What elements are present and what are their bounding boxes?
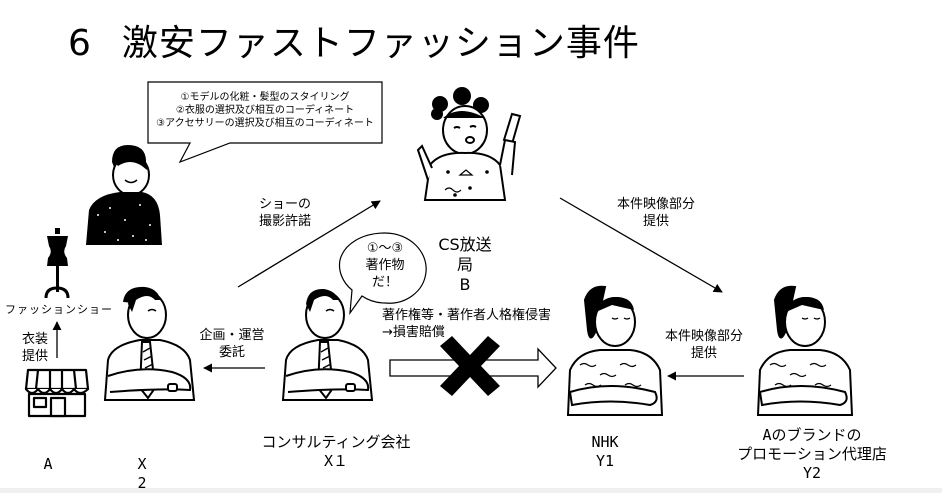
label-line: 提供 — [690, 346, 717, 361]
label-line: 提供 — [642, 214, 669, 229]
label-line: 本件映像部分 — [664, 329, 743, 344]
x2-figure — [103, 286, 196, 401]
label-line: NHK — [591, 433, 619, 451]
label-line: プロモーション代理店 — [737, 445, 887, 463]
label-line: A — [43, 455, 53, 473]
footage-provided-top-label: 本件映像部分 提供 — [606, 196, 706, 230]
label-line: X１ — [323, 452, 349, 470]
label-line: 2 — [137, 474, 147, 492]
party-y1-label: NHK Y1 — [575, 433, 635, 471]
broadcaster-figure — [416, 87, 522, 201]
party-a-label: A — [36, 455, 60, 474]
claim-line-1: ①〜③ — [366, 241, 404, 256]
label-line: Y1 — [595, 452, 615, 470]
label-line: 撮影許諾 — [258, 214, 311, 229]
mannequin-icon — [44, 228, 70, 299]
planning-commission-label: 企画・運営 委託 — [192, 327, 272, 361]
fashion-show-label: ファッションショー — [5, 303, 113, 316]
label-line: ショーの — [258, 197, 311, 212]
label-line: 局 — [456, 255, 473, 274]
arrow-shooting-permission — [237, 200, 381, 288]
claim-bubble-text: ①〜③ 著作物 だ！ — [350, 240, 420, 291]
slide-bottom-edge — [0, 488, 942, 493]
slide-title: 6 激安ファストファッション事件 — [68, 14, 640, 66]
claim-line-3: だ！ — [371, 275, 398, 290]
y2-figure — [756, 285, 854, 416]
arrow-footage-to-nhk — [559, 197, 723, 293]
label-line: CS放送 — [438, 235, 492, 254]
label-line: 本件映像部分 — [616, 197, 695, 212]
costume-supply-label: 衣装 提供 — [18, 331, 52, 365]
rejected-cross-icon — [440, 336, 500, 396]
claim-speech-bubble — [338, 232, 427, 316]
party-x2-label: X 2 — [130, 455, 154, 493]
label-line: 委託 — [218, 345, 245, 360]
label-line: X — [137, 455, 147, 473]
label-line: コンサルティング会社 — [261, 433, 411, 451]
claim-line-2: 著作物 — [365, 258, 405, 273]
styling-item-2: ②衣服の選択及び相互のコーディネート — [175, 105, 355, 116]
party-x1-label: コンサルティング会社 X１ — [236, 433, 436, 471]
broadcaster-label: CS放送 局 B — [425, 235, 505, 295]
shooting-permission-label: ショーの 撮影許諾 — [250, 196, 320, 230]
label-line: →損害賠償 — [382, 325, 445, 340]
store-icon — [24, 368, 90, 418]
label-line: 衣装 — [21, 332, 48, 347]
label-line: Aのブランドの — [762, 426, 862, 444]
stylist-figure — [86, 145, 162, 245]
slide-number: 6 — [68, 23, 92, 64]
party-y2-label: Aのブランドの プロモーション代理店 Y2 — [712, 426, 912, 483]
label-line: 提供 — [21, 349, 48, 364]
styling-speech-bubble — [147, 81, 383, 164]
footage-provided-bottom-label: 本件映像部分 提供 — [654, 328, 754, 362]
y1-figure — [566, 285, 664, 416]
x1-figure — [281, 288, 374, 401]
label-line: B — [459, 275, 471, 294]
styling-item-1: ①モデルの化粧・髪型のスタイリング — [180, 92, 350, 103]
slide-title-text: 激安ファストファッション事件 — [121, 23, 640, 64]
label-line: Y2 — [802, 464, 822, 482]
label-line: 著作権等・著作者人格権侵害 — [382, 308, 552, 323]
infringement-claim-label: 著作権等・著作者人格権侵害 →損害賠償 — [382, 307, 551, 341]
styling-item-3: ③アクセサリーの選択及び相互のコーディネート — [156, 118, 374, 129]
label-line: 企画・運営 — [199, 328, 265, 343]
styling-items-text: ①モデルの化粧・髪型のスタイリング ②衣服の選択及び相互のコーディネート ③アク… — [148, 91, 382, 130]
